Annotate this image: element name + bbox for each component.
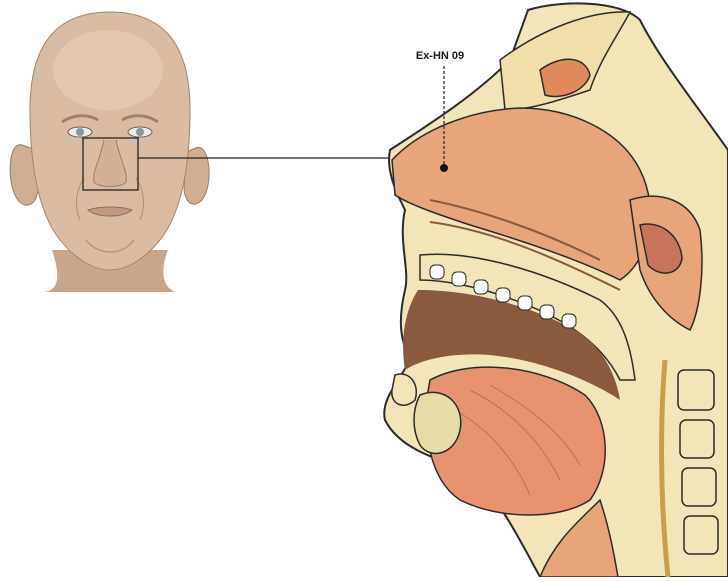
left-iris (76, 128, 84, 136)
mandible (414, 392, 461, 453)
forehead-highlight (53, 30, 163, 110)
right-iris (136, 128, 144, 136)
sagittal-section (384, 3, 728, 577)
head-illustration (10, 12, 209, 292)
acupoint-marker (440, 164, 448, 172)
acupoint-label: Ex-HN 09 (400, 50, 480, 62)
